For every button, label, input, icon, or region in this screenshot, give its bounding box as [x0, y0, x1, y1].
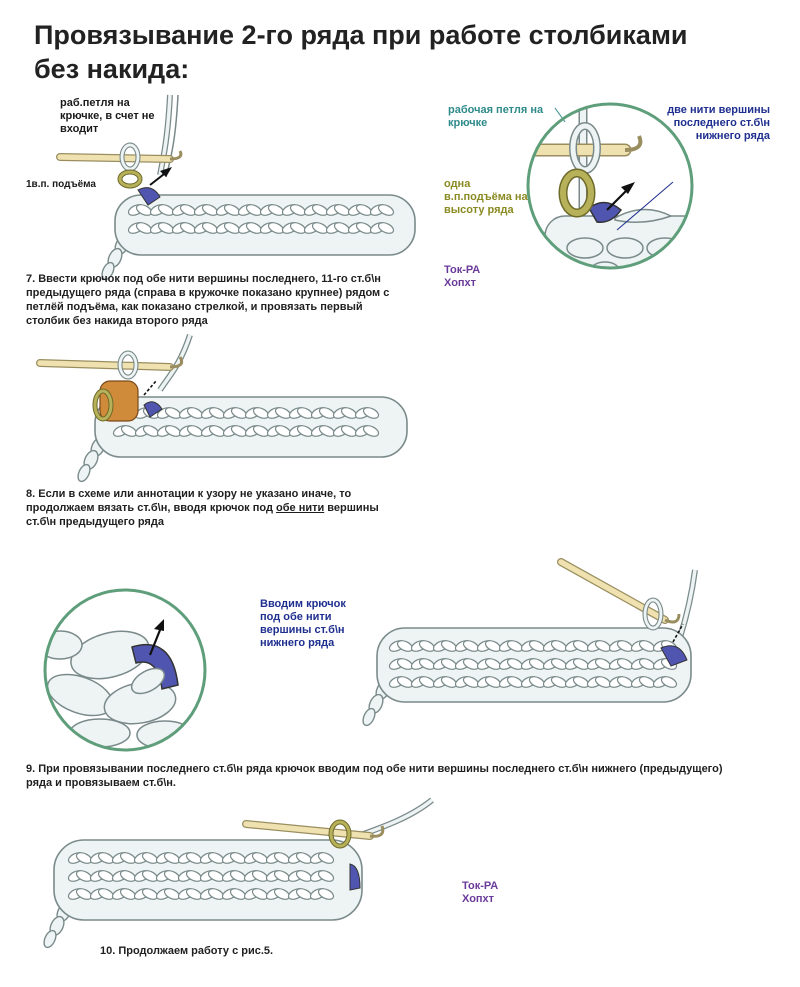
caption-step-8-a: 8. Если в схеме или аннотации к узору не… [26, 488, 352, 514]
caption-step-10: 10. Продолжаем работу с рис.5. [100, 945, 274, 957]
zoom-label-two-threads: две нити вершины последнего ст.б\н нижне… [667, 104, 770, 142]
caption-step-8-b: вершины ст.б\н предыдущего ряда [26, 502, 379, 528]
zoom-label-one-chain: одна в.п.подъёма на высоту ряда [444, 178, 528, 216]
stitch [317, 888, 335, 900]
title-line-2: без накида: [34, 54, 190, 84]
title-line-1: Провязывание 2-го ряда при работе столби… [34, 20, 688, 50]
stitch [660, 676, 678, 688]
figure-9-swatch [362, 558, 698, 727]
label-working-loop: раб.петля на крючке, в счет не входит [60, 97, 155, 135]
watermark-bottom: Хопхт [444, 277, 477, 289]
page-title: Провязывание 2-го ряда при работе столби… [34, 18, 688, 86]
stitch [362, 425, 380, 437]
label-chain-lift: 1в.п. подъёма [26, 179, 96, 190]
watermark-fig10: Ток-РА Хопхт [462, 880, 542, 906]
stitch [377, 204, 395, 216]
stitch [377, 222, 395, 234]
caption-step-8-underlined: обе нити [276, 502, 325, 514]
caption-step-8: 8. Если в схеме или аннотации к узору не… [26, 487, 396, 529]
stitch [317, 870, 335, 882]
watermark-bottom: Хопхт [462, 893, 495, 905]
stitch [362, 407, 380, 419]
caption-step-7: 7. Ввести крючок под обе нити вершины по… [26, 273, 390, 327]
watermark-top: Ток-РА [462, 880, 499, 892]
figure-7-swatch [56, 94, 416, 281]
figure-9-zoom-circle [43, 588, 207, 752]
figure-8-swatch [36, 334, 408, 483]
watermark-fig7: Ток-РА Хопхт [444, 264, 524, 290]
figure-7-zoom-circle [526, 102, 694, 270]
caption-step-9: 9. При провязывании последнего ст.б\н ря… [26, 763, 723, 789]
stitch [317, 852, 335, 864]
watermark-top: Ток-РА [444, 264, 481, 276]
figure-10-swatch [43, 797, 434, 949]
label-insert-hook: Вводим крючок под обе нити вершины ст.б\… [260, 598, 346, 649]
zoom-label-working-loop: рабочая петля на крючке [448, 104, 544, 129]
